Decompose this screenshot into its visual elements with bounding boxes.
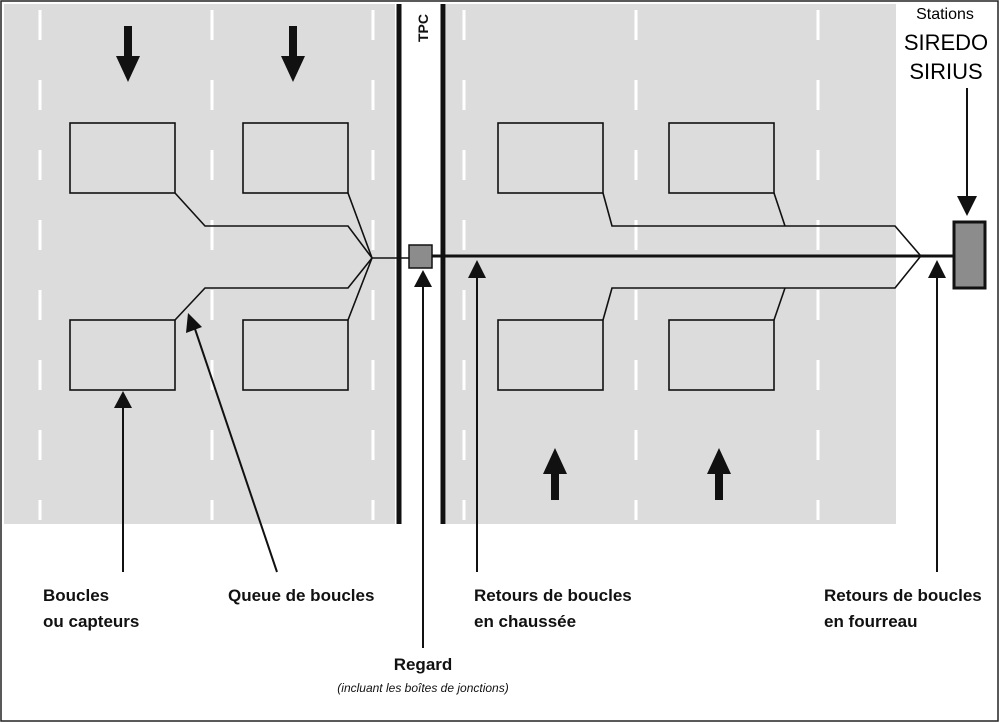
regard-box [408,244,433,269]
loop-tail-7 [602,256,921,321]
label-retours-chaussee-2: en chaussée [474,612,576,631]
station-line3: SIRIUS [909,59,982,84]
station-line2: SIREDO [904,30,988,55]
loop-left-bottom-2 [242,319,349,391]
loop-tails [174,192,921,321]
station-label-box [900,3,997,86]
loop-tail-8 [773,287,786,321]
loop-right-bottom-1 [497,319,604,391]
pointer-boucles [114,391,132,572]
road-right [446,4,896,524]
pointer-station [957,88,977,216]
loop-left-top-2 [242,122,349,194]
arrow-down-icon [116,26,140,82]
loops [69,122,775,391]
label-boucles-1: Boucles [43,586,109,605]
loop-right-bottom-2 [668,319,775,391]
label-retours-fourreau-1: Retours de boucles [824,586,982,605]
pointer-arrows [114,88,977,648]
station-line1: Stations [916,6,974,23]
loop-tail-1 [174,192,410,259]
loop-tail-2 [347,192,373,259]
road-left [4,4,395,524]
loop-tail-3 [174,257,373,321]
pointer-regard [414,270,432,648]
loop-right-top-1 [497,122,604,194]
arrow-up-icon [707,448,731,500]
tpc-label: TPC [415,14,431,42]
label-queue: Queue de boucles [228,586,374,605]
loop-tail-6 [773,192,786,227]
loop-left-top-1 [69,122,176,194]
lane-markings [38,10,820,520]
station-box [952,220,987,290]
loop-left-bottom-1 [69,319,176,391]
pointer-retours-chaussee [468,260,486,572]
pointer-queue [186,313,278,573]
loop-tail-4 [347,257,373,321]
label-boucles-2: ou capteurs [43,612,139,631]
loop-tail-5 [602,192,921,256]
traffic-arrows [116,26,731,500]
loop-right-top-2 [668,122,775,194]
arrow-down-icon [281,26,305,82]
pointer-retours-fourreau [928,260,946,572]
label-retours-fourreau-2: en fourreau [824,612,918,631]
label-retours-chaussee-1: Retours de boucles [474,586,632,605]
label-regard-note: (incluant les boîtes de jonctions) [337,681,508,695]
arrow-up-icon [543,448,567,500]
label-regard: Regard [394,655,453,674]
